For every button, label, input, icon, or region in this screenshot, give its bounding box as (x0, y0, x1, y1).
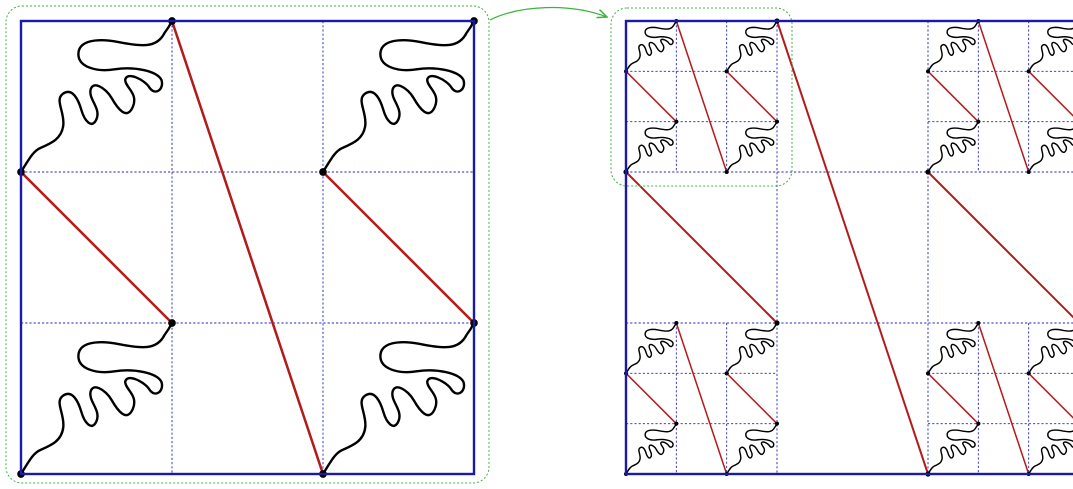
squiggle-curve (625, 20, 677, 72)
squiggle-curve (321, 322, 476, 475)
refined-cell (925, 320, 1073, 477)
chord-segment (977, 20, 1030, 173)
chord-segment (927, 171, 1073, 319)
vertex-point (1026, 169, 1031, 175)
chord-segment (977, 322, 1030, 475)
squiggle-curve (927, 423, 979, 475)
squiggle-curve (625, 121, 677, 173)
vertex-point (925, 69, 931, 74)
refined-cell (623, 18, 780, 175)
chord-segment (322, 171, 475, 324)
squiggle-curve (625, 322, 677, 374)
chord-segment (625, 171, 778, 324)
squiggle-curve (726, 423, 778, 475)
vertex-point (1026, 69, 1031, 74)
vertex-point (168, 319, 176, 327)
chord-segment (726, 372, 778, 425)
squiggle-curve (927, 322, 979, 374)
outer-frame (624, 19, 1073, 476)
chord-segment (776, 20, 929, 475)
vertex-point (976, 421, 981, 426)
chord-segment (625, 372, 677, 425)
squiggle-curve (927, 121, 979, 173)
chord-segment (625, 70, 677, 123)
squiggle-curve (19, 20, 174, 173)
vertex-point (319, 168, 327, 176)
vertex-point (925, 371, 931, 376)
highlight-box (5, 5, 490, 484)
vertex-point (976, 320, 981, 326)
chord-segment (1028, 70, 1073, 117)
vertex-point (674, 320, 679, 326)
chord-segment (675, 20, 728, 173)
refined-panel (610, 7, 1073, 477)
squiggle-curve (19, 322, 174, 475)
chord-segment (170, 20, 325, 475)
squiggle-curve (625, 423, 677, 475)
vertex-point (774, 320, 780, 326)
vertex-point (1026, 371, 1031, 376)
squiggle-curve (1028, 127, 1073, 173)
chord-segment (1028, 372, 1073, 419)
squiggle-curve (726, 121, 778, 173)
refined-cell (925, 18, 1073, 175)
squiggle-curve (1028, 429, 1073, 475)
squiggle-curve (1028, 328, 1073, 374)
refined-cell (623, 320, 780, 477)
vertex-point (724, 169, 729, 175)
vertex-point (925, 169, 931, 175)
chord-segment (726, 70, 778, 123)
vertex-point (774, 119, 780, 124)
vertex-point (976, 119, 981, 124)
base-panel (5, 5, 490, 484)
vertex-point (724, 371, 729, 376)
squiggle-curve (726, 322, 778, 374)
chord-segment (20, 171, 173, 324)
squiggle-curve (321, 20, 476, 173)
vertex-point (674, 421, 679, 426)
chord-segment (927, 70, 979, 123)
vertex-point (674, 119, 679, 124)
outer-frame (19, 19, 476, 476)
squiggle-curve (1028, 26, 1073, 72)
vertex-point (774, 421, 780, 426)
squiggle-curve (927, 20, 979, 72)
vertex-point (724, 69, 729, 74)
squiggle-curve (726, 20, 778, 72)
zoom-arrow (489, 7, 607, 21)
chord-segment (927, 372, 979, 425)
chord-segment (675, 322, 728, 475)
